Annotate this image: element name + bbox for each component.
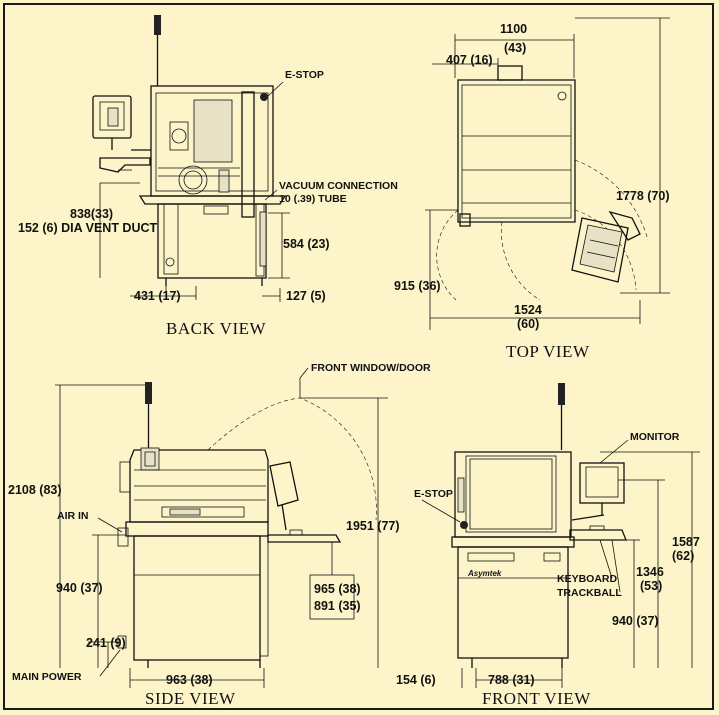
- front-dim-monitor-low: 1346: [636, 565, 664, 579]
- front-callout-monitor: MONITOR: [630, 431, 680, 443]
- top-dim-depth: 1778 (70): [616, 189, 670, 203]
- side-beacon-light: [145, 382, 152, 404]
- drawing-frame: [3, 3, 714, 710]
- back-dim-vent-height: 838(33): [70, 207, 113, 221]
- top-dim-front-depth: 915 (36): [394, 279, 441, 293]
- back-estop-icon: [260, 93, 268, 101]
- front-view-title: FRONT VIEW: [482, 689, 591, 708]
- back-view: 838(33) 152 (6) DIA VENT DUCT 431 (17) 1…: [18, 15, 398, 338]
- side-dim-total-height: 2108 (83): [8, 483, 62, 497]
- side-callout-air-in: AIR IN: [57, 510, 89, 522]
- front-upper-cabinet: [454, 451, 572, 538]
- top-dim-left-offset: 407 (16): [446, 53, 493, 67]
- side-view-title: SIDE VIEW: [145, 689, 236, 708]
- side-dim-conveyor-min: 891 (35): [314, 599, 361, 613]
- back-dim-left-offset: 431 (17): [134, 289, 181, 303]
- top-machine-outline: [457, 79, 576, 223]
- top-dim-width-in: (43): [504, 41, 526, 55]
- front-lower-cabinet: [457, 546, 569, 659]
- back-dim-right-offset: 127 (5): [286, 289, 326, 303]
- front-dim-monitor-low-in: (53): [640, 579, 662, 593]
- front-estop-icon: [460, 521, 468, 529]
- front-beacon-light: [558, 383, 565, 405]
- front-dim-keyboard-height: 940 (37): [612, 614, 659, 628]
- svg-text:Asymtek: Asymtek: [467, 569, 502, 578]
- back-beacon-light: [154, 15, 161, 35]
- side-dim-conveyor-max: 965 (38): [314, 582, 361, 596]
- side-dim-depth: 963 (38): [166, 673, 213, 687]
- back-callout-vacuum-tube: 10 (.39) TUBE: [279, 193, 347, 205]
- front-callout-keyboard: KEYBOARD: [557, 573, 618, 585]
- top-dim-width-mm: 1100: [500, 22, 527, 36]
- front-view: Asymtek 1587 (62) 1346 (53) 940 (37) 154…: [396, 383, 700, 708]
- back-callout-estop: E-STOP: [285, 69, 324, 81]
- front-callout-estop: E-STOP: [414, 488, 453, 500]
- side-view: 2108 (83) 1951 (77) 940 (37) 965 (38) 89…: [8, 362, 431, 708]
- back-dim-vent-duct: 152 (6) DIA VENT DUCT: [18, 221, 158, 235]
- side-callout-front-window: FRONT WINDOW/DOOR: [311, 362, 431, 374]
- top-monitor-keyboard: [571, 217, 629, 283]
- front-dim-monitor-height: 1587: [672, 535, 700, 549]
- back-callout-vacuum: VACUUM CONNECTION: [279, 180, 398, 192]
- top-view: 1100 (43) 407 (16) 1778 (70) 915 (36): [394, 17, 670, 361]
- front-keyboard-tray: [569, 529, 627, 541]
- back-dim-vacuum-height: 584 (23): [283, 237, 330, 251]
- side-dim-power-height: 241 (9): [86, 636, 126, 650]
- side-dim-door-height: 1951 (77): [346, 519, 400, 533]
- front-callout-trackball: TRACKBALL: [557, 587, 622, 599]
- top-view-title: TOP VIEW: [506, 342, 590, 361]
- side-callout-main-power: MAIN POWER: [12, 671, 82, 683]
- side-conveyor-tray: [267, 534, 342, 543]
- front-dim-left-offset: 154 (6): [396, 673, 436, 687]
- back-view-title: BACK VIEW: [166, 319, 266, 338]
- top-dim-swing-in: (60): [517, 317, 539, 331]
- back-lower-cabinet: [157, 203, 267, 279]
- side-dim-work-height: 940 (37): [56, 581, 103, 595]
- front-dim-monitor-height-in: (62): [672, 549, 694, 563]
- top-dim-swing-mm: 1524: [514, 303, 542, 317]
- side-monitor: [269, 461, 299, 507]
- side-lower-cabinet: [133, 535, 261, 661]
- front-dim-foot-spacing: 788 (31): [488, 673, 535, 687]
